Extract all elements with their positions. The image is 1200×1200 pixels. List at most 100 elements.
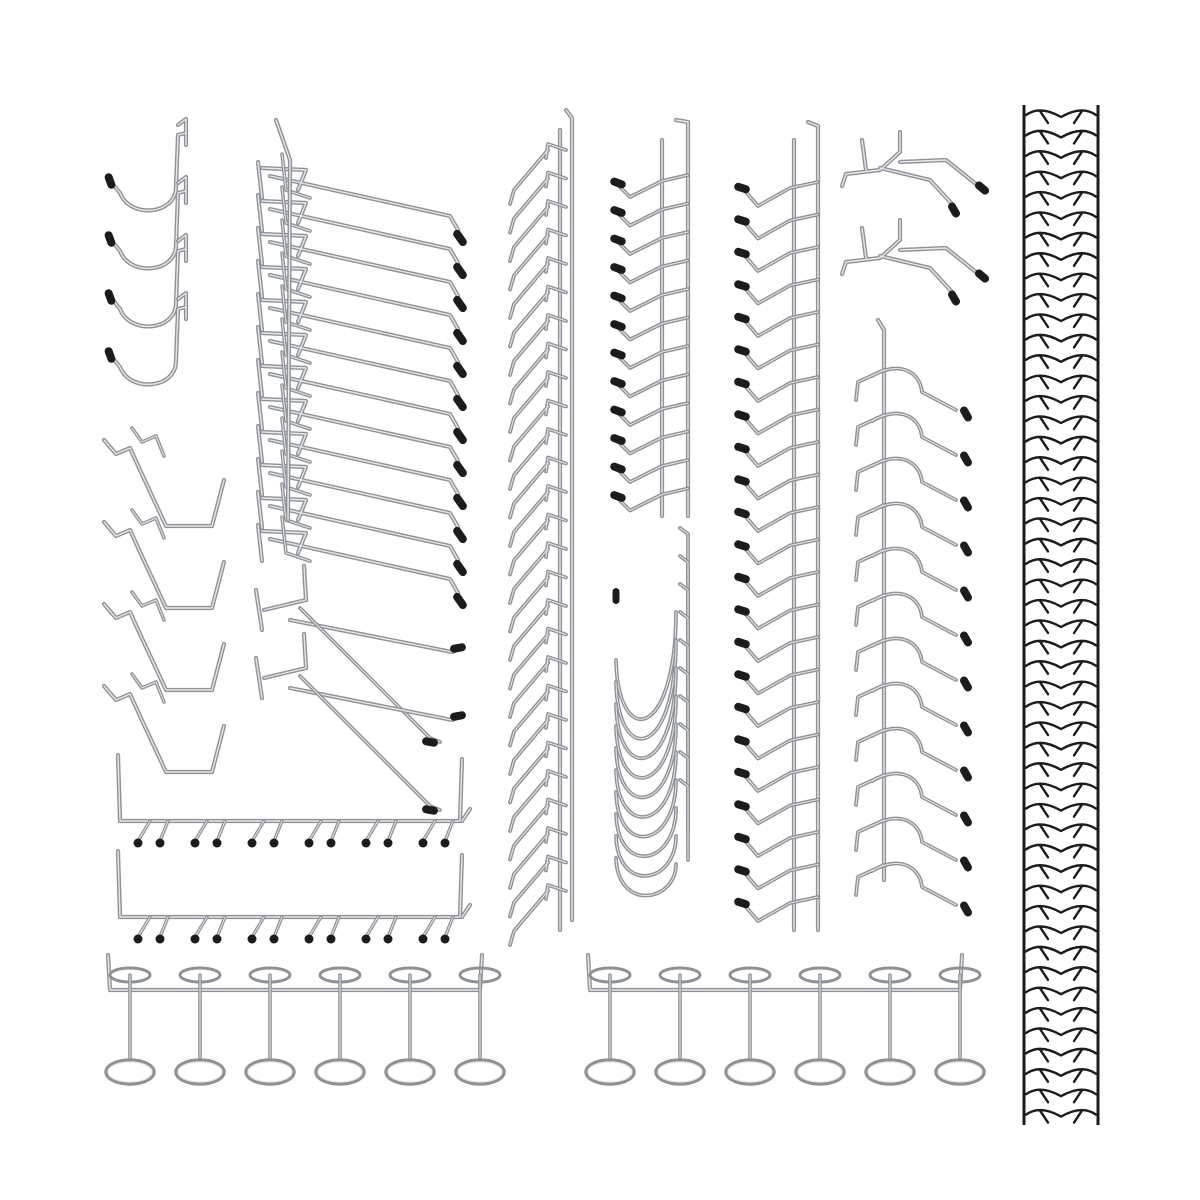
pegboard-lock [1024, 1068, 1098, 1083]
l-hook [610, 258, 690, 285]
curved-tip-hook [854, 411, 972, 467]
j-hook [104, 232, 189, 329]
l-hook [734, 472, 820, 501]
multi-hook-bar [115, 848, 473, 944]
s-bend-hook [101, 508, 227, 611]
pegboard-lock [1024, 435, 1098, 451]
pegboard-lock [1024, 966, 1098, 981]
curved-tip-hook [854, 591, 972, 647]
l-hook [610, 201, 690, 228]
double-prong-hook [255, 449, 467, 544]
double-prong-hook [255, 284, 467, 379]
pegboard-lock [1024, 1006, 1098, 1022]
l-hook [508, 569, 568, 634]
l-hook [610, 173, 690, 199]
l-hook [610, 315, 690, 342]
l-hook [734, 277, 820, 306]
curved-tip-hook [854, 681, 972, 737]
curved-tip-hook [854, 456, 972, 512]
l-hook [508, 142, 568, 206]
pegboard-lock [1024, 211, 1098, 227]
pegboard-lock [1024, 904, 1098, 920]
double-long-hook [253, 563, 466, 747]
l-hook [508, 256, 568, 320]
l-hook [508, 626, 568, 691]
pegboard-lock [1024, 272, 1098, 288]
l-hook [508, 199, 568, 263]
pegboard-lock [1024, 680, 1098, 696]
curved-tip-hook [854, 861, 972, 917]
l-hook [610, 429, 690, 456]
l-hook [734, 180, 820, 208]
l-hook-column [508, 107, 575, 947]
pegboard-lock [1024, 598, 1098, 614]
pegboard-lock [1024, 231, 1098, 247]
l-hook [508, 655, 568, 719]
curved-tip-hook [854, 501, 972, 557]
pegboard-lock [1024, 252, 1098, 267]
ring-holder-bar [584, 952, 986, 1086]
curved-tip-hook [854, 726, 972, 782]
pegboard-lock [1024, 1108, 1098, 1124]
multi-hook-bar [115, 752, 473, 848]
pegboard-lock [1024, 292, 1098, 308]
s-bend-hook [101, 590, 227, 693]
l-hook [734, 765, 820, 793]
pegboard-lock [1024, 945, 1098, 961]
l-hook [508, 427, 568, 491]
l-hook [610, 230, 690, 256]
pegboard-lock [1024, 109, 1098, 125]
pegboard-lock [1024, 925, 1098, 941]
pegboard-lock [1024, 129, 1098, 145]
l-hook-capped-column-a [610, 117, 691, 519]
pegboard-lock [1024, 660, 1098, 675]
curved-tip-hook [854, 546, 972, 602]
curved-tip-hook-group [854, 317, 972, 917]
pegboard-lock [1024, 721, 1098, 737]
pegboard-lock [1024, 782, 1098, 798]
l-hook [734, 245, 820, 273]
curved-j-hook-group [612, 526, 690, 898]
pegboard-lock [1024, 802, 1098, 818]
l-hook [734, 375, 820, 403]
double-arm-hook [839, 217, 990, 306]
s-bend-hook [101, 426, 227, 529]
j-hook [104, 116, 189, 213]
pegboard-lock [1024, 517, 1098, 533]
double-prong-hook [255, 383, 467, 478]
pegboard-lock [1024, 619, 1098, 635]
double-prong-hook [255, 152, 467, 247]
l-hook [734, 732, 820, 761]
l-hook [508, 227, 568, 292]
pegboard-lock [1024, 394, 1098, 410]
curved-tip-hook [854, 771, 972, 827]
l-hook [508, 598, 568, 662]
pegboard-lock [1024, 333, 1098, 349]
double-prong-hook [255, 317, 467, 412]
l-hook [610, 344, 690, 370]
pegboard-lock [1024, 374, 1098, 390]
pegboard-lock [1024, 700, 1098, 716]
pegboard-lock [1024, 762, 1098, 777]
pegboard-lock [1024, 1047, 1098, 1063]
l-hook [610, 401, 690, 427]
double-prong-hook [255, 185, 467, 280]
pegboard-lock [1024, 864, 1098, 879]
l-hook [508, 826, 568, 890]
pegboard-lock-strip [1022, 105, 1100, 1125]
double-prong-hook [255, 416, 467, 511]
l-hook [508, 341, 568, 406]
pegboard-lock [1024, 1027, 1098, 1043]
pegboard-lock [1024, 537, 1098, 553]
l-hook [734, 700, 820, 728]
l-hook [508, 370, 568, 434]
ring-holder-bar [104, 952, 506, 1086]
l-hook [508, 883, 568, 947]
l-hook [508, 769, 568, 833]
j-hook [104, 174, 189, 271]
s-bend-hook-group [101, 426, 227, 775]
l-hook [734, 505, 820, 533]
curved-tip-hook [854, 636, 972, 692]
l-hook [508, 512, 568, 577]
